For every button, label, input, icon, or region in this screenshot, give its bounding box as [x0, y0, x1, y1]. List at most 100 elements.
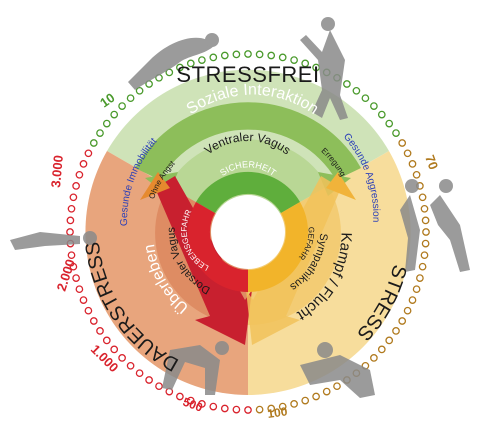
- scale-dot: [255, 50, 264, 59]
- scale-dot: [352, 86, 361, 95]
- scale-dot: [232, 405, 241, 414]
- scale-dot: [301, 396, 310, 405]
- scale-dot: [96, 129, 104, 137]
- gefahr-ring: [248, 202, 309, 292]
- scale-dot: [418, 193, 427, 202]
- scale-dot: [118, 102, 126, 110]
- scale-dot: [135, 86, 144, 95]
- human-silhouette: [430, 195, 470, 272]
- scale-dot: [322, 387, 331, 396]
- scale-dot: [385, 119, 394, 128]
- scale-dot: [220, 51, 229, 60]
- scale-dot: [89, 317, 98, 325]
- scale-dot: [290, 400, 298, 408]
- scale-dot: [361, 94, 370, 103]
- scale-dot: [118, 354, 126, 362]
- scale-dot: [392, 129, 400, 137]
- scale-dot: [66, 216, 75, 225]
- scale-dot: [176, 392, 184, 401]
- scale-dot: [102, 119, 111, 128]
- scale-dot: [72, 274, 80, 282]
- scale-dot: [377, 110, 386, 119]
- scale-dot: [408, 296, 417, 304]
- scale-dot: [312, 392, 320, 401]
- human-silhouette: [405, 179, 419, 193]
- scale-dot: [301, 59, 310, 68]
- scale-dot: [412, 170, 421, 179]
- scale-dot: [145, 376, 153, 384]
- scale-dot: [418, 262, 427, 271]
- scale-dot: [186, 396, 195, 405]
- scale-dot: [198, 400, 206, 408]
- scale-dot: [232, 50, 241, 59]
- scale-10: 10: [97, 90, 117, 111]
- scale-dot: [267, 404, 276, 413]
- scale-dot: [278, 53, 287, 62]
- scale-dot: [176, 63, 184, 72]
- scale-dot: [155, 382, 163, 391]
- soziale-interaktion-band: [135, 102, 361, 180]
- scale-dot: [244, 50, 252, 58]
- scale-dot: [278, 402, 287, 411]
- scale-dot: [69, 193, 78, 202]
- human-silhouette: [321, 17, 335, 31]
- scale-dot: [421, 216, 430, 225]
- scale-dot: [403, 149, 412, 158]
- scale-dot: [198, 56, 206, 64]
- scale-dot: [186, 59, 195, 68]
- scale-dot: [416, 274, 424, 282]
- human-silhouette: [300, 30, 348, 120]
- scale-dot: [209, 53, 218, 62]
- scale-dot: [420, 251, 429, 260]
- scale-70: 70: [422, 153, 441, 172]
- center-circle: [211, 195, 285, 269]
- scale-dot: [422, 228, 430, 236]
- scale-dot: [110, 345, 119, 354]
- scale-dot: [67, 251, 76, 260]
- human-silhouette: [128, 37, 215, 90]
- scale-dot: [75, 170, 84, 179]
- human-silhouette: [400, 195, 420, 272]
- scale-dot: [220, 404, 229, 413]
- scale-dot: [333, 382, 341, 391]
- human-silhouette: [205, 33, 219, 47]
- human-silhouette: [83, 231, 97, 245]
- scale-dot: [412, 285, 421, 294]
- scale-dot: [69, 262, 78, 271]
- lebensgefahr-ring: [187, 202, 248, 292]
- right-yellow-arrow: [326, 172, 356, 200]
- scale-dot: [290, 56, 298, 64]
- scale-dot: [244, 406, 252, 414]
- stressfrei-label: STRESSFREI: [176, 62, 319, 87]
- scale-dot: [370, 102, 378, 110]
- scale-dot: [72, 182, 80, 190]
- scale-dot: [267, 51, 276, 60]
- scale-dot: [89, 139, 98, 147]
- scale-dot: [403, 306, 412, 315]
- scale-dot: [79, 160, 88, 168]
- human-silhouette: [162, 345, 220, 395]
- scale-dot: [398, 317, 407, 325]
- scale-dot: [110, 110, 119, 119]
- scale-dot: [377, 345, 386, 354]
- scale-dot: [126, 94, 135, 103]
- scale-dot: [75, 285, 84, 294]
- scale-dot: [420, 204, 429, 213]
- scale-500: 500: [181, 395, 205, 415]
- human-silhouette: [300, 355, 375, 398]
- human-silhouette: [215, 341, 229, 355]
- scale-dot: [398, 139, 407, 147]
- left-orange-arrow: [140, 172, 170, 200]
- scale-dot: [66, 228, 74, 236]
- scale-dot: [421, 239, 430, 248]
- sicherheit-ring: [196, 171, 300, 213]
- human-silhouette: [317, 342, 333, 358]
- scale-dot: [84, 149, 93, 158]
- scale-100: 100: [266, 404, 288, 421]
- scale-dot: [392, 327, 400, 335]
- scale-dot: [370, 354, 378, 362]
- scale-dot: [343, 80, 351, 88]
- scale-dot: [67, 204, 76, 213]
- scale-dot: [102, 336, 111, 345]
